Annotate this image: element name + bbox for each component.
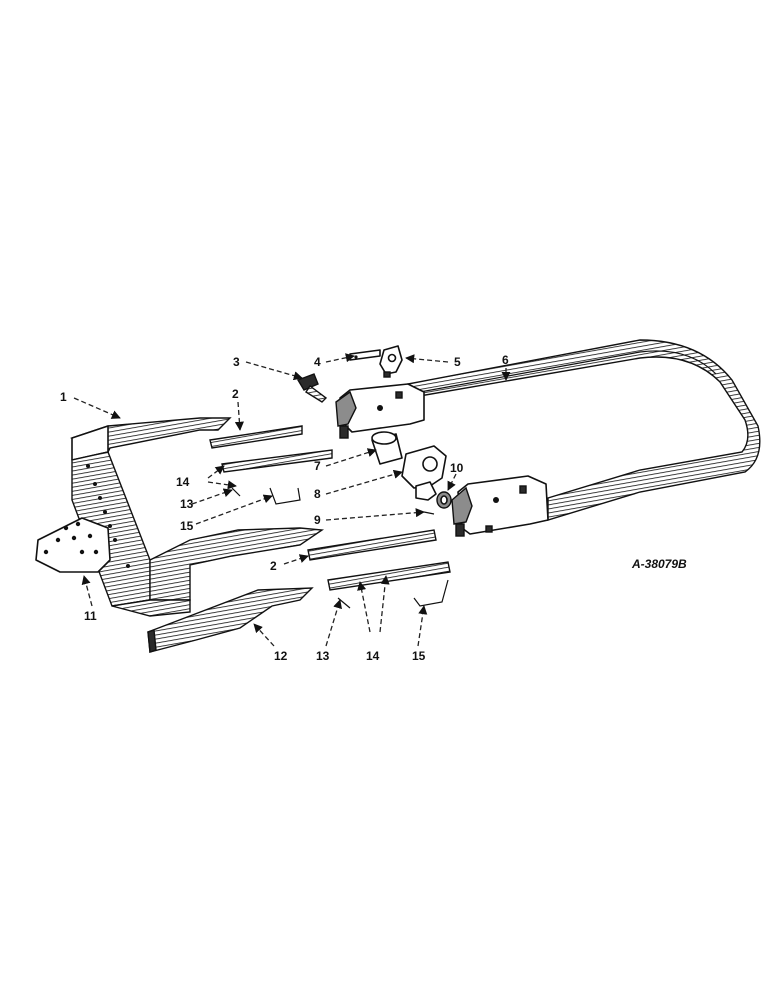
- leader-lines: [73, 353, 511, 647]
- callout-15-lower: 15: [412, 649, 426, 663]
- callout-15-upper: 15: [180, 519, 194, 533]
- callout-9: 9: [314, 513, 321, 527]
- casting-part: [401, 445, 447, 501]
- callout-4: 4: [314, 355, 321, 369]
- latch-bracket-right: [451, 475, 549, 537]
- callout-14-upper: 14: [176, 475, 190, 489]
- strip-part-lower: [307, 529, 437, 561]
- callout-12: 12: [274, 649, 288, 663]
- callout-8: 8: [314, 487, 321, 501]
- callout-10: 10: [450, 461, 464, 475]
- small-pin-part: [423, 511, 435, 515]
- callout-11: 11: [84, 609, 97, 623]
- spring-clip-lower: [413, 579, 449, 607]
- figure-id: A-38079B: [631, 557, 687, 571]
- callout-13-upper: 13: [180, 497, 194, 511]
- strip-part-upper: [209, 425, 303, 449]
- callout-labels: 1 2 2 3 4 5 6 7 8 9 10 11 12 13 13 14 14…: [60, 353, 687, 663]
- pin-part-upper: [231, 487, 241, 497]
- tapered-bar-part: [147, 587, 314, 653]
- latch-hook-part: [379, 345, 403, 378]
- callout-1: 1: [60, 390, 67, 404]
- bar-part-lower: [327, 561, 451, 591]
- callout-2-upper: 2: [232, 387, 239, 401]
- u-frame-part: [69, 417, 325, 617]
- spring-clip-upper: [269, 487, 301, 505]
- pin-part-lower: [337, 597, 351, 609]
- callout-6: 6: [502, 353, 509, 367]
- loop-frame-part: [407, 339, 761, 521]
- bolt-part: [296, 373, 328, 403]
- latch-bracket-left: [335, 383, 425, 439]
- latch-link-part: [349, 349, 381, 361]
- bushing-part: [436, 491, 452, 509]
- callout-2-lower: 2: [270, 559, 277, 573]
- mounting-plate-part: [35, 517, 111, 573]
- callout-5: 5: [454, 355, 461, 369]
- callout-3: 3: [233, 355, 240, 369]
- pivot-sleeve-part: [371, 431, 403, 465]
- callout-14-lower: 14: [366, 649, 380, 663]
- callout-7: 7: [314, 459, 321, 473]
- callout-13-lower: 13: [316, 649, 330, 663]
